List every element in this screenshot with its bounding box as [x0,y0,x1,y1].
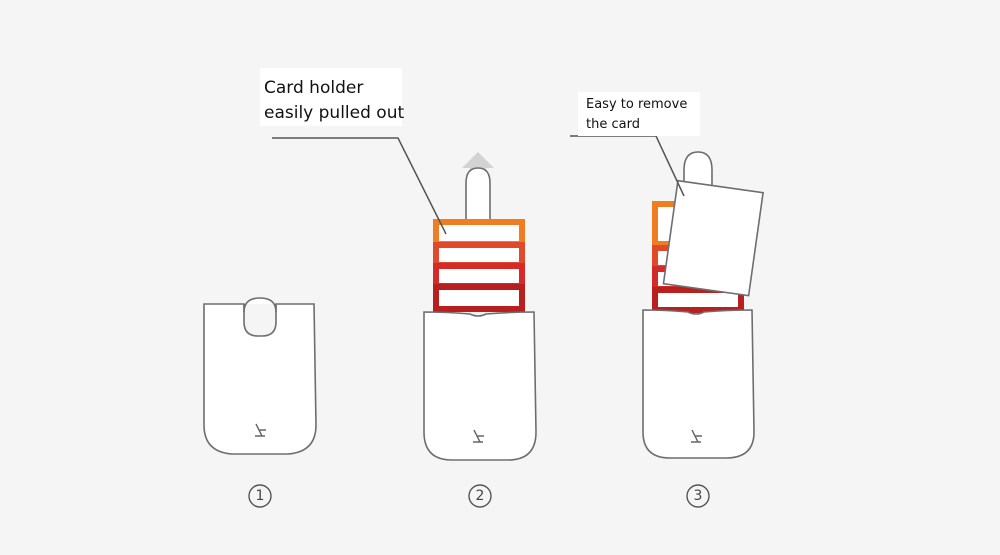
pull-tab [243,297,277,313]
card-2 [433,242,525,268]
brand-logo-icon [255,423,266,437]
step-3-circle [686,484,710,508]
removed-card [662,179,764,297]
wallet-body [642,309,755,459]
wallet-body [423,311,537,461]
callout-line: Easy to remove [586,97,688,112]
step-digit: 2 [475,488,485,504]
callout-1-leader [272,137,447,235]
brand-logo-icon [473,429,484,443]
callout-line: easily pulled out [264,103,405,123]
callout-remove-card: Easy to remove the card [578,92,700,136]
pull-tab-extended [465,167,491,228]
brand-logo-icon [691,429,702,443]
card-4 [652,287,744,313]
step-label-3: 3 [683,481,713,511]
step-1-circle [248,484,272,508]
step-2-circle [468,484,492,508]
step-1-closed-wallet [203,297,317,455]
step-digit: 1 [255,488,265,504]
step-digit: 3 [693,488,703,504]
card-3 [433,263,525,289]
step-2-pulled-out [423,152,537,461]
step-label-2: 2 [465,481,495,511]
callout-card-holder: Card holder easily pulled out [260,68,405,126]
callout-line: the card [586,117,640,132]
step-3-remove-card [642,151,764,459]
card-4 [433,284,525,312]
callout-2-leader [570,135,685,197]
callout-line: Card holder [264,78,364,98]
step-label-1: 1 [245,481,275,511]
card-1 [433,219,525,247]
